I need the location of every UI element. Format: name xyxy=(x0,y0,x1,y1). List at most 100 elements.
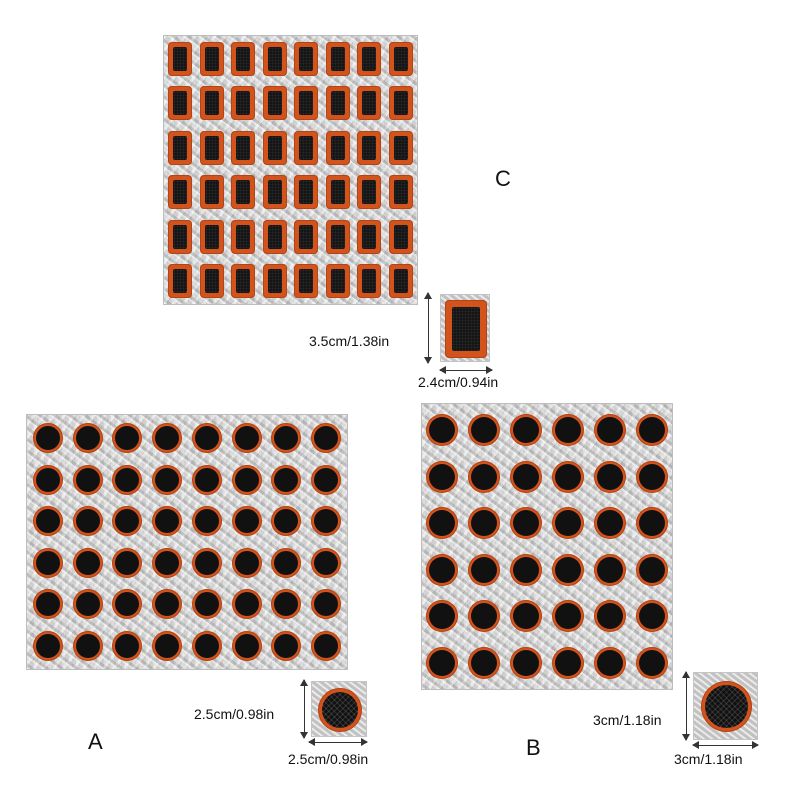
rect-patch xyxy=(231,264,256,298)
round-patch xyxy=(271,464,302,495)
rect-patch xyxy=(389,86,413,121)
dim-width-b: 3cm/1.18in xyxy=(674,751,743,767)
rect-patch xyxy=(325,264,350,298)
round-patch xyxy=(33,631,63,661)
round-patch xyxy=(33,464,63,495)
rect-patch xyxy=(262,175,287,210)
rect-patch xyxy=(231,42,256,76)
round-patch xyxy=(33,423,63,453)
rect-patch xyxy=(325,219,350,254)
label-b: B xyxy=(526,735,541,760)
round-patch xyxy=(152,464,183,495)
rect-patch xyxy=(199,219,224,254)
round-patch xyxy=(112,464,143,495)
round-patch xyxy=(552,647,584,679)
rect-patch xyxy=(262,42,287,76)
rect-patch xyxy=(231,219,256,254)
round-patch xyxy=(72,631,103,661)
round-patch xyxy=(636,600,668,633)
round-patch xyxy=(231,423,262,453)
rect-patch xyxy=(389,42,413,76)
rect-patch xyxy=(262,130,287,165)
rect-patch xyxy=(325,130,350,165)
round-patch xyxy=(510,553,542,586)
rect-patch xyxy=(168,175,192,210)
round-patch xyxy=(552,507,584,540)
round-patch xyxy=(311,631,341,661)
single-patch-c xyxy=(440,294,490,362)
round-patch xyxy=(468,414,500,446)
round-patch xyxy=(191,547,222,578)
round-patch xyxy=(426,553,458,586)
round-patch xyxy=(636,647,668,679)
rect-patch xyxy=(389,175,413,210)
round-patch xyxy=(594,647,626,679)
round-patch xyxy=(271,506,302,537)
round-patch xyxy=(191,506,222,537)
round-patch xyxy=(311,547,341,578)
patch-grid-a xyxy=(27,415,347,669)
rect-patch xyxy=(199,42,224,76)
round-patch xyxy=(510,414,542,446)
round-patch xyxy=(468,553,500,586)
round-patch xyxy=(33,589,63,620)
rect-patch xyxy=(231,86,256,121)
single-patch-a xyxy=(311,681,367,737)
rect-patch xyxy=(357,175,382,210)
round-patch xyxy=(72,547,103,578)
round-patch xyxy=(552,553,584,586)
rect-patch xyxy=(199,175,224,210)
round-patch xyxy=(191,464,222,495)
height-arrow-b xyxy=(682,671,690,741)
round-patch xyxy=(426,460,458,493)
round-patch xyxy=(191,631,222,661)
round-patch xyxy=(510,507,542,540)
rect-patch xyxy=(325,42,350,76)
round-patch xyxy=(311,464,341,495)
round-patch xyxy=(112,506,143,537)
round-patch xyxy=(112,631,143,661)
round-patch xyxy=(152,631,183,661)
patch-sheet-c xyxy=(163,35,418,305)
rect-patch xyxy=(168,264,192,298)
rect-patch xyxy=(231,175,256,210)
rect-patch xyxy=(168,42,192,76)
round-patch xyxy=(594,553,626,586)
round-patch xyxy=(152,423,183,453)
rect-patch xyxy=(325,175,350,210)
rect-patch xyxy=(357,42,382,76)
round-patch xyxy=(468,600,500,633)
rect-patch xyxy=(294,264,319,298)
round-patch xyxy=(72,589,103,620)
width-arrow-a xyxy=(308,738,368,746)
round-patch xyxy=(468,507,500,540)
round-patch xyxy=(636,553,668,586)
round-patch xyxy=(112,547,143,578)
dim-width-a: 2.5cm/0.98in xyxy=(288,751,369,767)
label-a: A xyxy=(88,729,103,754)
rect-patch xyxy=(168,130,192,165)
round-patch xyxy=(636,507,668,540)
round-patch xyxy=(33,547,63,578)
rect-patch xyxy=(294,175,319,210)
round-patch xyxy=(191,423,222,453)
rect-patch xyxy=(199,86,224,121)
round-patch xyxy=(552,600,584,633)
rect-patch xyxy=(231,130,256,165)
round-patch-sample-b xyxy=(701,681,752,732)
round-patch xyxy=(191,589,222,620)
round-patch xyxy=(271,547,302,578)
round-patch xyxy=(594,507,626,540)
round-patch xyxy=(152,506,183,537)
dim-width-c: 2.4cm/0.94in xyxy=(418,374,499,390)
height-arrow-a xyxy=(300,679,308,739)
round-patch xyxy=(231,506,262,537)
rect-patch xyxy=(262,264,287,298)
patch-grid-c xyxy=(164,36,417,304)
round-patch xyxy=(72,423,103,453)
patch-grid-b xyxy=(422,404,672,689)
round-patch xyxy=(426,414,458,446)
round-patch xyxy=(231,631,262,661)
round-patch xyxy=(271,589,302,620)
rect-patch xyxy=(262,219,287,254)
